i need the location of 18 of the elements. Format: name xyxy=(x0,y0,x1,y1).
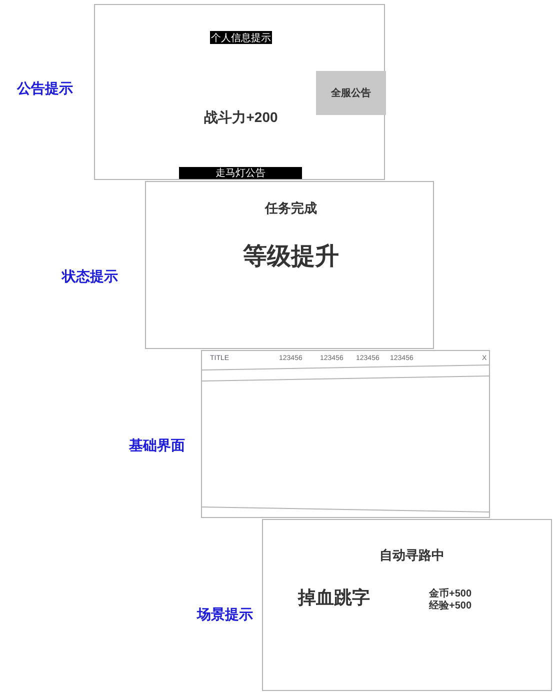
quest-complete-text: 任务完成 xyxy=(265,202,317,216)
power-gain-text: 战斗力+200 xyxy=(204,108,278,126)
section-label: 场景提示 xyxy=(197,606,253,622)
section-label: 基础界面 xyxy=(129,436,185,454)
section-label: 状态提示 xyxy=(62,268,118,284)
notice-box: 全服公告 xyxy=(316,71,386,115)
screen-mockup xyxy=(145,181,434,349)
screen-mockup xyxy=(262,519,552,691)
screen-mockup xyxy=(94,4,385,180)
autopath-status-text: 自动寻路中 xyxy=(380,548,444,564)
section-label: 公告提示 xyxy=(17,80,73,96)
exp-reward-text: 经验+500 xyxy=(429,600,472,612)
coin-reward-text: 金币+500 xyxy=(429,588,472,600)
info-banner: 个人信息提示 xyxy=(210,31,272,44)
level-up-text: 等级提升 xyxy=(243,243,339,271)
screen-mockup xyxy=(201,350,490,518)
marquee-banner: 走马灯公告 xyxy=(179,167,302,179)
damage-number-text: 掉血跳字 xyxy=(298,588,370,608)
